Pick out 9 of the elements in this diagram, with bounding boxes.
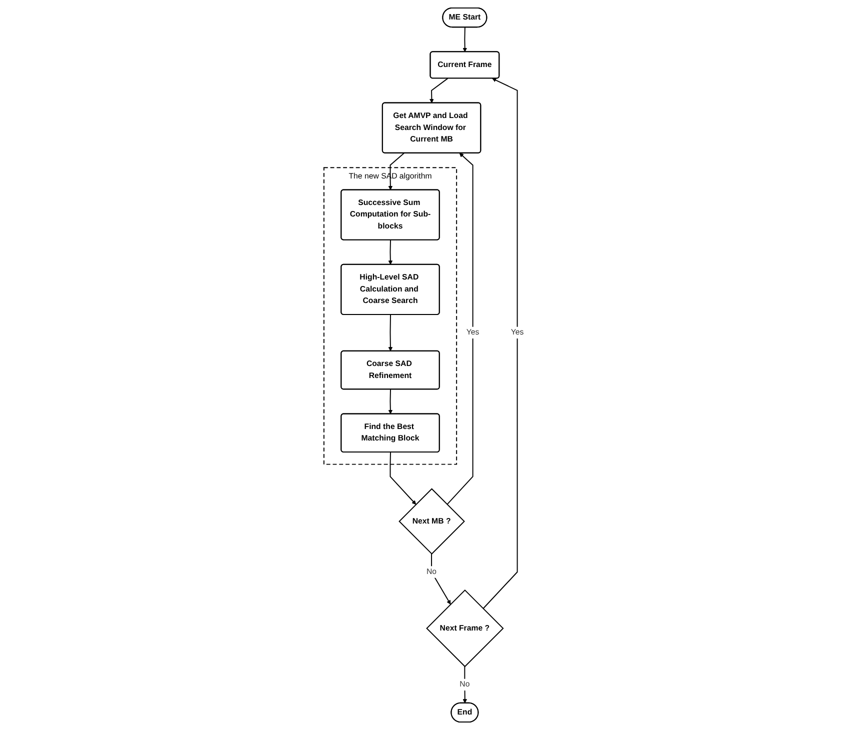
arrow [462,26,468,52]
arrow [430,78,448,104]
arrow [446,152,474,505]
arrow [482,78,518,610]
arrow [388,314,393,352]
arrow [388,240,393,265]
arrow [388,388,393,414]
arrow [390,452,416,505]
arrow [431,553,451,605]
